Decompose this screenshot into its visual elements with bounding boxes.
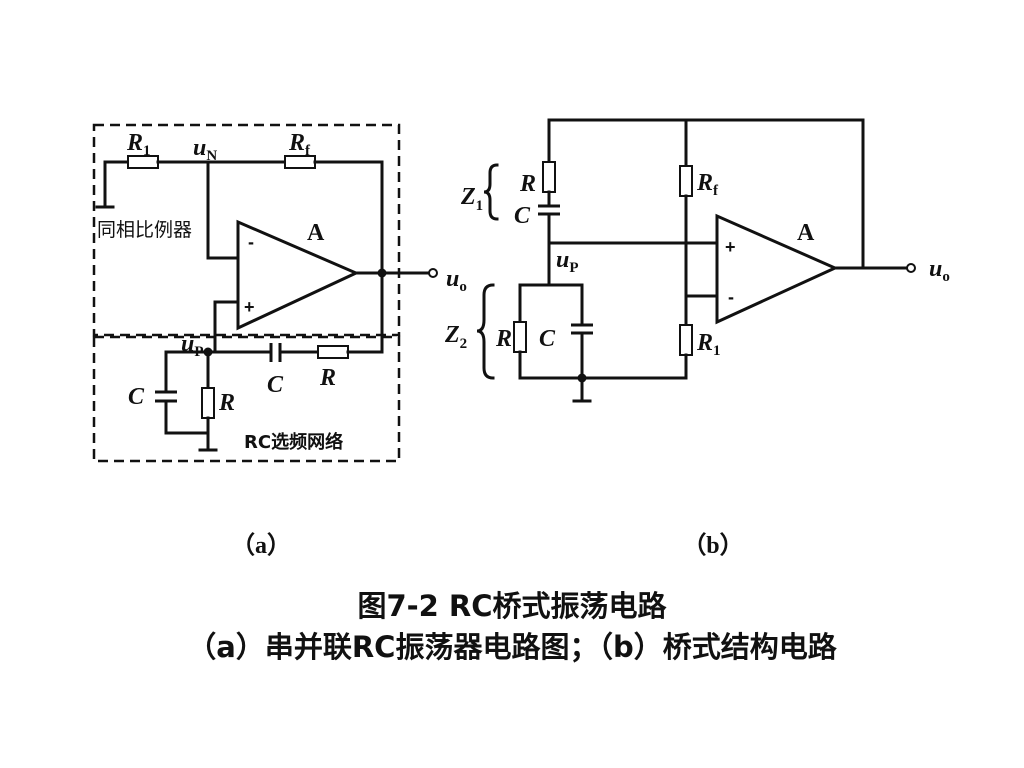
resistor-r-z2 [513, 321, 527, 353]
label-amp-a: A [307, 220, 325, 246]
op-amp-b [715, 213, 839, 325]
label-r1: R1 [126, 130, 151, 159]
label-minus-a: - [248, 232, 254, 252]
label-c-series: C [267, 372, 284, 398]
label-minus-b: - [728, 287, 734, 307]
label-rf: Rf [288, 130, 311, 159]
label-plus-b: + [725, 237, 736, 257]
resistor-r1-b [679, 324, 693, 356]
label-z2: Z2 [444, 322, 467, 352]
label-up-b: uP [556, 247, 579, 276]
resistor-rf-b [679, 165, 693, 197]
resistor-r-z1 [542, 161, 556, 193]
label-r-parallel: R [218, 390, 235, 416]
figure-title: 图7-2 RC桥式振荡电路 [357, 589, 667, 623]
label-c-parallel: C [128, 384, 145, 410]
label-amp-b: A [797, 220, 815, 246]
label-z1: Z1 [460, 184, 483, 214]
label-c-z1: C [514, 203, 531, 229]
label-un: uN [193, 135, 217, 164]
caption-b: （b） [682, 532, 743, 559]
output-terminal-a [428, 268, 438, 278]
resistor-rf [284, 155, 316, 169]
label-noninverting-amplifier: 同相比例器 [97, 219, 192, 241]
brace-z1 [483, 163, 499, 221]
brace-z2 [476, 283, 495, 380]
rc-network-box [92, 335, 401, 463]
figure-subtitle: （a）串并联RC振荡器电路图；（b）桥式结构电路 [187, 630, 837, 664]
resistor-r-series [317, 345, 349, 359]
label-rc-network: RC选频网络 [244, 431, 343, 453]
circuit-b: R C Z1 uP Z2 R C Rf R1 A + - uo [444, 118, 950, 403]
circuit-a: R1 uN Rf 同相比例器 A - + uo uP C R C R RC选频网… [92, 123, 467, 463]
noninverting-amplifier-box [92, 123, 401, 337]
label-r-z1: R [519, 171, 536, 197]
output-terminal-b [906, 263, 916, 273]
label-uo-a: uo [446, 266, 467, 295]
label-r-z2: R [495, 326, 512, 352]
resistor-r-parallel [201, 387, 215, 419]
label-r-series: R [319, 365, 336, 391]
label-r1-b: R1 [696, 330, 721, 359]
caption-a: （a） [231, 532, 291, 559]
label-plus-a: + [244, 297, 255, 317]
label-uo-b: uo [929, 256, 950, 285]
label-up-a: uP [181, 331, 204, 360]
label-c-z2: C [539, 326, 556, 352]
label-rf-b: Rf [696, 170, 719, 199]
output-node-a [377, 268, 387, 278]
ground-node-b [577, 373, 587, 383]
op-amp-a [236, 219, 360, 331]
